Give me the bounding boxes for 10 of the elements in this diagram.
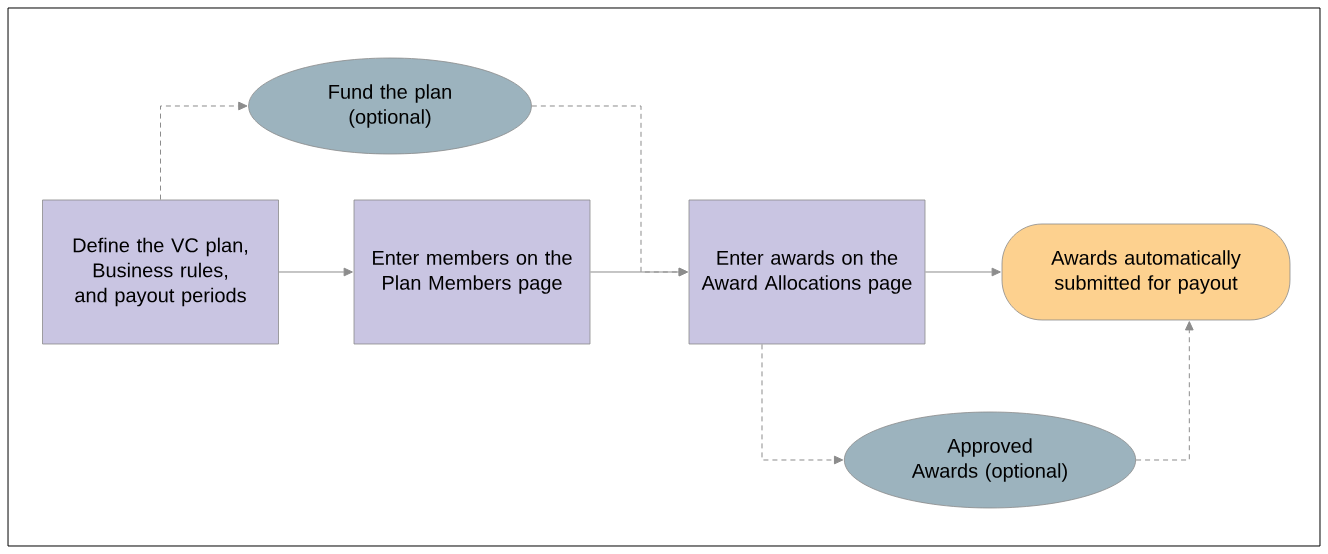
arrow [278, 267, 353, 277]
process-box: Enter members on the Plan Members page [353, 199, 591, 345]
arrow [761, 343, 844, 465]
process-box: Enter awards on the Award Allocations page [688, 199, 926, 345]
arrow [160, 101, 248, 201]
arrow [589, 267, 688, 277]
arrow [924, 267, 1001, 277]
arrow [1135, 321, 1194, 461]
end-terminal: Awards automatically submitted for payout [1001, 223, 1291, 321]
process-box: Define the VC plan, Business rules, and payout periods [42, 199, 279, 345]
